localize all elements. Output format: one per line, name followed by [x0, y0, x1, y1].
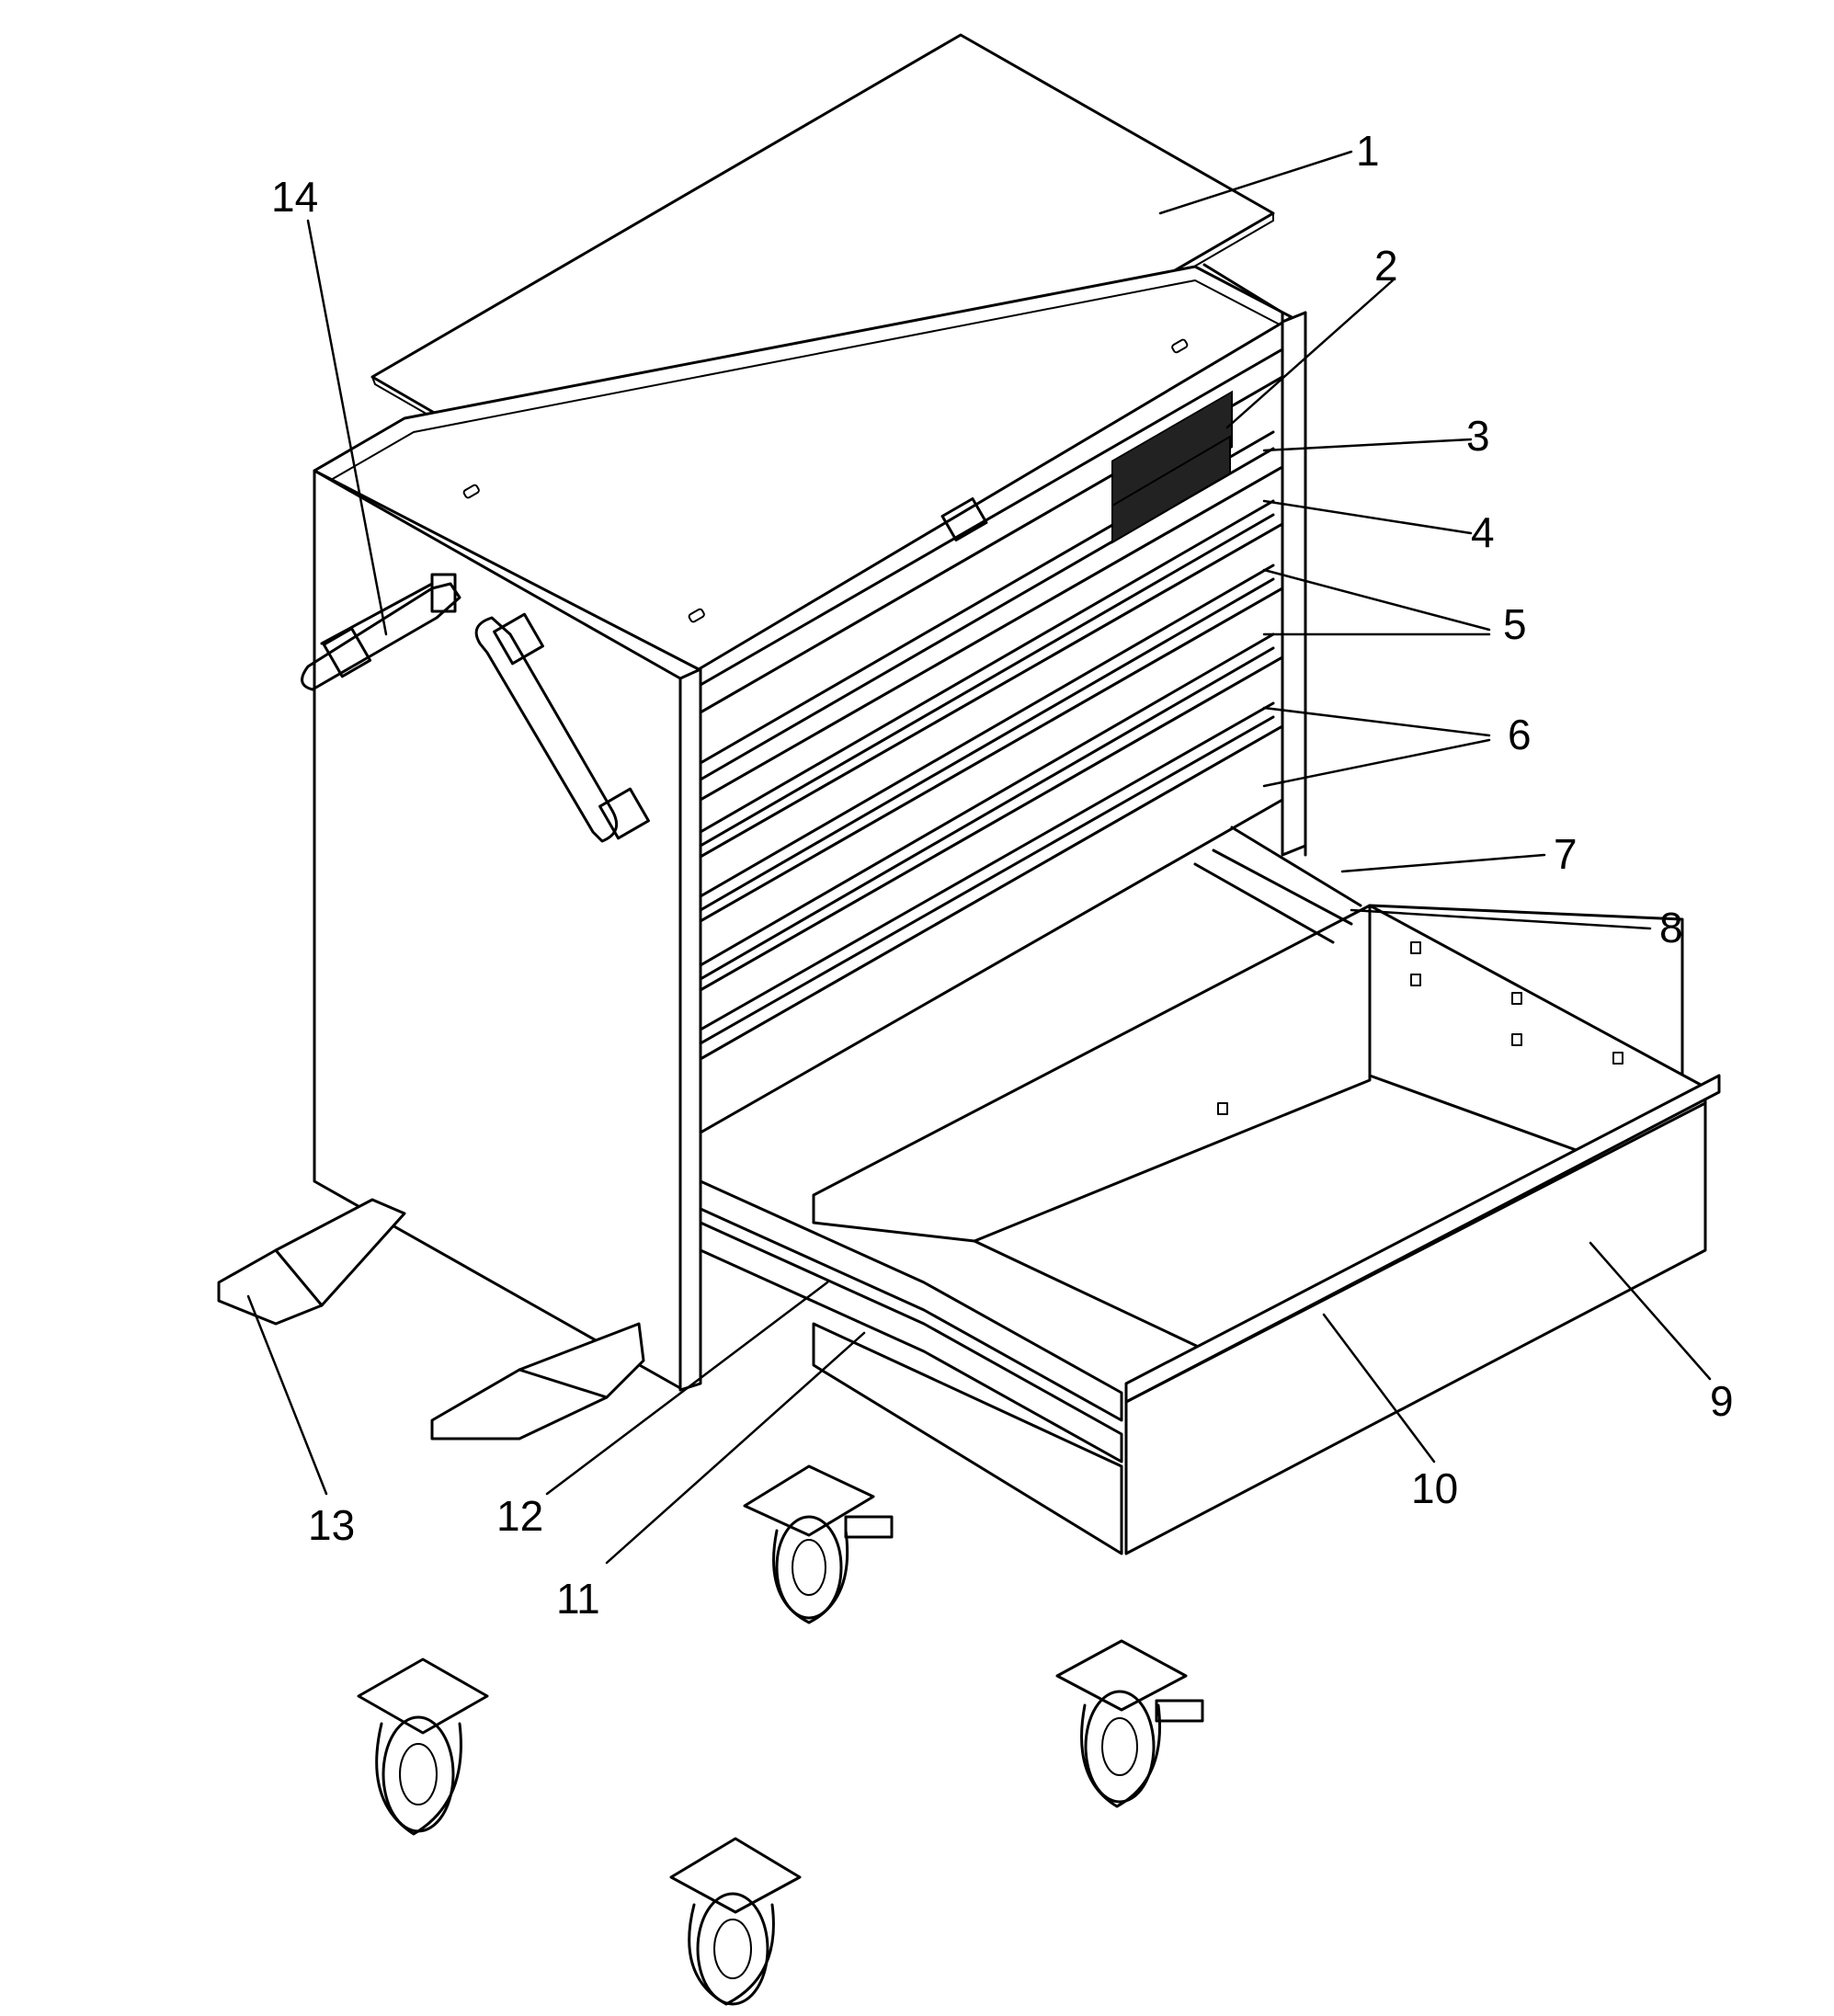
- callout-5: 5: [1503, 600, 1527, 648]
- callout-11: 11: [556, 1575, 600, 1623]
- callout-12: 12: [496, 1492, 543, 1540]
- callout-14: 14: [271, 173, 318, 221]
- callout-10: 10: [1411, 1464, 1458, 1512]
- caster-bottom: [669, 1837, 802, 2006]
- callout-8: 8: [1659, 904, 1683, 951]
- callout-labels: 1 2 3 4 5 6 7 8 9 10 11 12 13 14: [271, 127, 1734, 1623]
- caster-left: [357, 1657, 489, 1836]
- callout-2: 2: [1374, 242, 1398, 290]
- drawer-fronts: [699, 347, 1284, 1134]
- leader-lines: [246, 150, 1712, 1565]
- caster-right-locking: [1055, 1639, 1204, 1808]
- side-handles: [301, 573, 650, 843]
- callout-13: 13: [308, 1501, 355, 1549]
- callout-9: 9: [1710, 1377, 1734, 1425]
- callout-6: 6: [1508, 711, 1532, 758]
- base-rails: [217, 1198, 645, 1441]
- callout-1: 1: [1356, 127, 1380, 175]
- callout-3: 3: [1466, 412, 1490, 460]
- open-drawer: [699, 826, 1721, 1555]
- caster-front-locking: [743, 1464, 894, 1624]
- callout-7: 7: [1554, 830, 1578, 878]
- vent-grille: [1111, 435, 1231, 544]
- cabinet-body: [313, 263, 1307, 1392]
- callout-4: 4: [1471, 508, 1495, 556]
